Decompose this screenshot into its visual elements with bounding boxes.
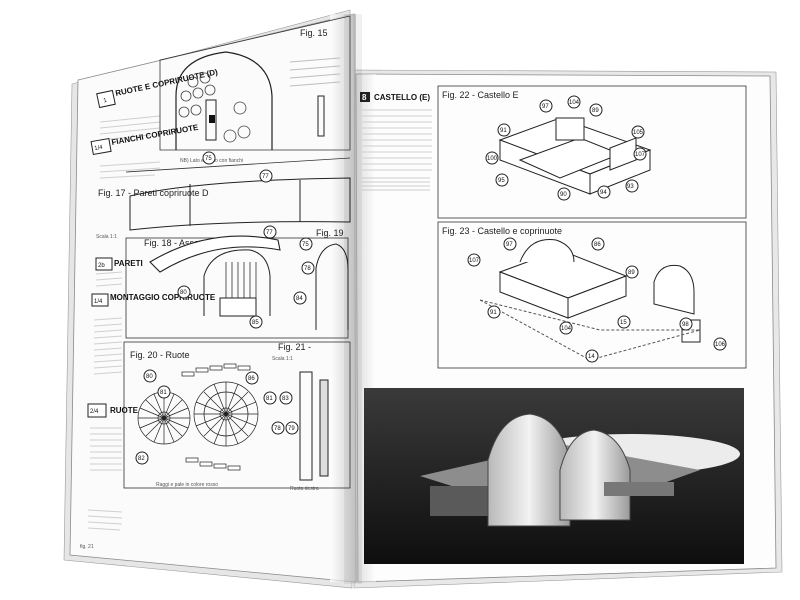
section-pareti: 2b PARETI <box>95 257 143 271</box>
svg-text:91: 91 <box>490 310 497 316</box>
figure-18: Fig. 18 - Assemblaggio Fig. 19 77 75 78 … <box>125 225 349 339</box>
svg-text:86: 86 <box>594 242 601 248</box>
svg-text:97: 97 <box>542 104 549 110</box>
svg-text:86: 86 <box>248 376 255 382</box>
wheel-right <box>193 381 259 447</box>
svg-text:CASTELLO (E): CASTELLO (E) <box>374 93 430 102</box>
svg-text:75: 75 <box>302 242 309 248</box>
svg-text:107: 107 <box>635 152 646 158</box>
model-photo <box>364 388 744 564</box>
svg-text:PARETI: PARETI <box>114 259 143 268</box>
svg-text:1: 1 <box>103 98 108 105</box>
svg-text:93: 93 <box>627 184 634 190</box>
svg-text:105: 105 <box>633 130 644 136</box>
svg-text:90: 90 <box>560 192 567 198</box>
svg-text:80: 80 <box>146 374 153 380</box>
right-page: 8 CASTELLO (E) Fig. 22 - Castello E <box>355 73 777 583</box>
svg-text:83: 83 <box>282 396 289 402</box>
svg-text:Fig. 18 - Assemblaggio: Fig. 18 - Assemblaggio <box>144 238 236 248</box>
svg-text:Scala 1:1: Scala 1:1 <box>96 234 117 240</box>
svg-text:75: 75 <box>205 156 212 162</box>
left-column-text <box>87 115 161 531</box>
svg-text:78: 78 <box>304 266 311 272</box>
svg-text:84: 84 <box>296 296 303 302</box>
svg-text:MONTAGGIO COPRIRUOTE: MONTAGGIO COPRIRUOTE <box>110 293 216 302</box>
svg-text:85: 85 <box>252 320 259 326</box>
svg-text:91: 91 <box>500 128 507 134</box>
svg-text:77: 77 <box>266 230 273 236</box>
right-text-column: 8 CASTELLO (E) <box>360 92 432 191</box>
svg-text:Fig. 15: Fig. 15 <box>300 28 328 38</box>
svg-text:Fig. 22 - Castello E: Fig. 22 - Castello E <box>442 90 519 100</box>
svg-text:Scala 1:1: Scala 1:1 <box>272 356 293 362</box>
svg-text:fig. 21: fig. 21 <box>80 544 94 550</box>
svg-text:100: 100 <box>487 156 498 162</box>
figure-22-castello: Fig. 22 - Castello E 97 104 89 91 100 10… <box>437 85 747 219</box>
svg-text:Raggi e pale in colore rosso: Raggi e pale in colore rosso <box>156 482 218 488</box>
svg-text:95: 95 <box>498 178 505 184</box>
svg-text:107: 107 <box>469 258 480 264</box>
svg-text:98: 98 <box>682 322 689 328</box>
svg-text:94: 94 <box>600 190 607 196</box>
svg-text:79: 79 <box>288 426 295 432</box>
svg-text:1/4: 1/4 <box>94 145 104 152</box>
svg-text:80: 80 <box>180 290 187 296</box>
svg-text:14: 14 <box>588 354 595 360</box>
svg-text:97: 97 <box>506 242 513 248</box>
svg-text:81: 81 <box>266 396 273 402</box>
svg-text:2/4: 2/4 <box>90 409 99 415</box>
svg-text:2b: 2b <box>98 263 105 269</box>
svg-text:106: 106 <box>715 342 726 348</box>
svg-text:Fig. 21 -: Fig. 21 - <box>278 342 311 352</box>
svg-text:8: 8 <box>362 93 367 102</box>
svg-text:82: 82 <box>138 456 145 462</box>
svg-text:Fig. 20 - Ruote: Fig. 20 - Ruote <box>130 350 190 360</box>
figure-20-ruote: Fig. 20 - Ruote Fig. 21 - Scala 1:1 80 8… <box>123 341 351 492</box>
svg-text:Ruota destra: Ruota destra <box>290 486 319 492</box>
svg-text:89: 89 <box>628 270 635 276</box>
svg-text:89: 89 <box>592 108 599 114</box>
svg-text:Fig. 17 - Pareti copriruote D: Fig. 17 - Pareti copriruote D <box>98 188 209 198</box>
svg-text:78: 78 <box>274 426 281 432</box>
svg-text:Fig. 23 - Castello e coprinuot: Fig. 23 - Castello e coprinuote <box>442 226 562 236</box>
svg-text:77: 77 <box>262 174 269 180</box>
svg-text:15: 15 <box>620 320 627 326</box>
wheel-left <box>137 391 191 445</box>
svg-text:1/4: 1/4 <box>94 299 103 305</box>
svg-text:81: 81 <box>160 390 167 396</box>
svg-text:Fig. 19: Fig. 19 <box>316 228 344 238</box>
svg-text:104: 104 <box>561 326 572 332</box>
svg-text:104: 104 <box>569 100 580 106</box>
figure-23-castello-coprinuote: Fig. 23 - Castello e coprinuote 97 86 10… <box>437 221 747 369</box>
spine-shadow <box>344 14 362 584</box>
figure-17: Fig. 17 - Pareti copriruote D 77 75 Scal… <box>96 151 351 240</box>
section-montaggio-copriruote: 1/4 MONTAGGIO COPRIRUOTE <box>91 293 216 307</box>
left-page: 1 RUOTE E COPRIRUOTE (D) 1/4 FIANCHI COP… <box>69 13 357 583</box>
